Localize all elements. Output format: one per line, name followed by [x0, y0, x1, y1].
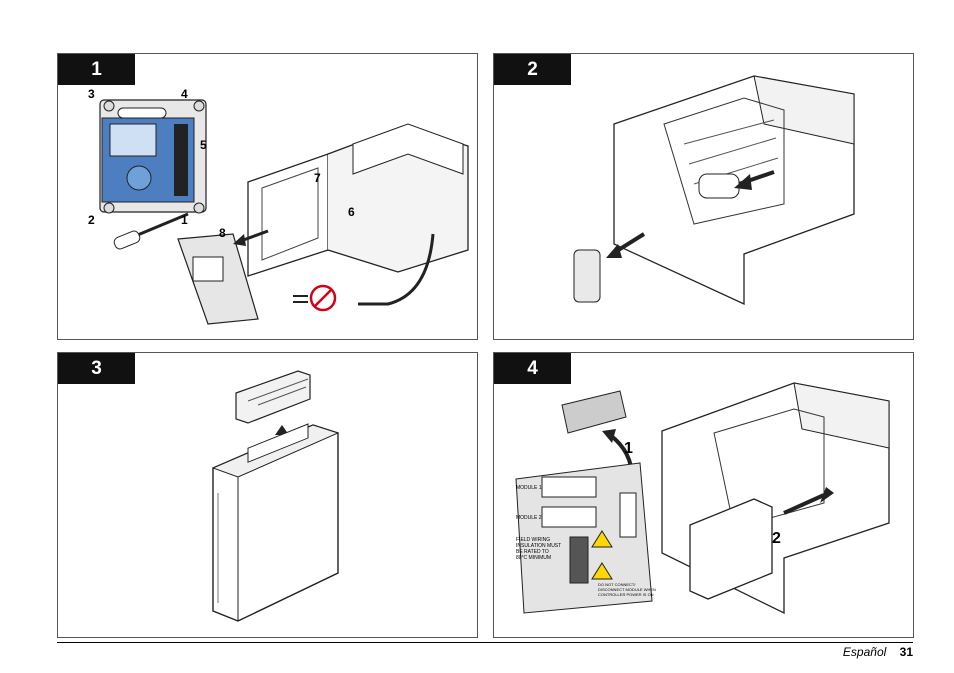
- step-3-illustration: [211, 370, 340, 622]
- step-3-panel: 3: [57, 352, 478, 638]
- step-1-badge: 1: [58, 54, 135, 85]
- field-wiring-line-1: FIELD WIRING: [516, 537, 550, 543]
- step-2-illustration: [573, 75, 855, 306]
- callout-2: 2: [88, 213, 95, 227]
- step-1-illustration: 3 4 5 2 1 8 7 6: [88, 87, 469, 325]
- callout-1: 1: [624, 440, 633, 457]
- callout-5: 5: [200, 138, 207, 152]
- callout-1: 1: [181, 213, 188, 227]
- step-4-badge: 4: [494, 353, 571, 384]
- callout-2: 2: [772, 530, 781, 547]
- page-footer: Español 31: [843, 645, 913, 659]
- step-1-panel: 1 3 4 5 2 1 8: [57, 53, 478, 340]
- module-2-label: MODULE 2: [516, 515, 542, 521]
- footer-language: Español: [842, 645, 887, 659]
- callout-3: 3: [88, 87, 95, 101]
- callout-4: 4: [181, 87, 188, 101]
- field-wiring-line-4: 80°C MINIMUM: [516, 555, 551, 561]
- step-2-badge: 2: [494, 54, 571, 85]
- callout-8: 8: [219, 226, 226, 240]
- field-wiring-line-2: INSULATION MUST: [516, 543, 561, 549]
- module-1-label: MODULE 1: [516, 485, 542, 491]
- field-wiring-line-3: BE RATED TO: [516, 549, 549, 555]
- step-4-panel: 4 1 MODULE 1 MODULE 2 FIELD WIRING INSUL…: [493, 352, 914, 638]
- warning-line-1: DO NOT CONNECT/: [598, 582, 636, 587]
- footer-rule: [57, 642, 913, 643]
- step-2-panel: 2: [493, 53, 914, 340]
- step-3-badge: 3: [58, 353, 135, 384]
- callout-7: 7: [314, 171, 321, 185]
- warning-line-3: CONTROLLER POWER IS ON: [598, 592, 654, 597]
- step-4-illustration: 1 MODULE 1 MODULE 2 FIELD WIRING INSULAT…: [515, 382, 890, 615]
- page-number: 31: [899, 645, 913, 659]
- warning-line-2: DISCONNECT MODULE WHEN: [598, 587, 656, 592]
- callout-6: 6: [348, 205, 355, 219]
